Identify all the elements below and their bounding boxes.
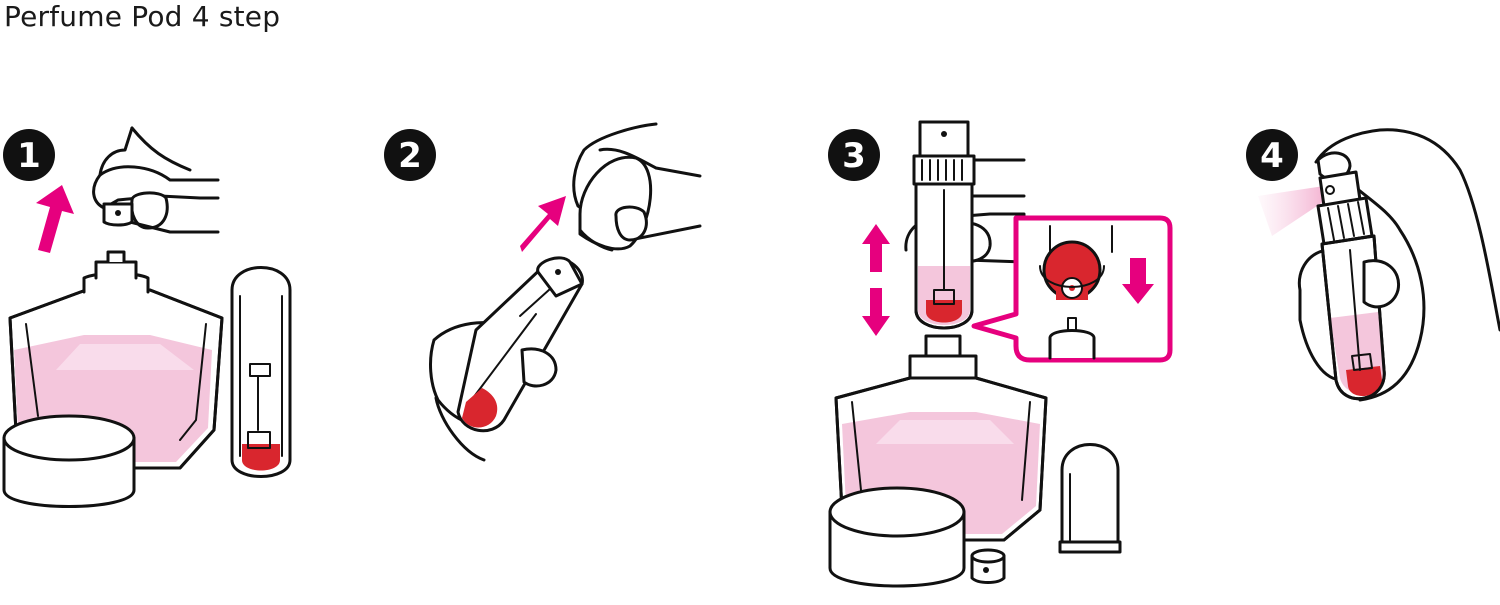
cap-icon — [970, 548, 1006, 584]
down-arrow-icon — [1122, 258, 1154, 304]
up-arrow-icon — [36, 185, 74, 253]
step-2-number: 2 — [398, 136, 422, 176]
cap-icon — [102, 202, 134, 227]
bottle-cap-icon — [2, 414, 136, 508]
step-1-badge: 1 — [3, 129, 55, 181]
step-3-badge: 3 — [828, 129, 880, 181]
step-4-badge: 4 — [1246, 129, 1298, 181]
step-3-number: 3 — [842, 136, 866, 176]
step-3: 3 — [828, 120, 1173, 588]
diagonal-arrow-icon — [520, 196, 566, 252]
detail-inset — [971, 215, 1173, 363]
double-arrow-icon — [862, 224, 890, 336]
step-2: 2 — [384, 122, 702, 462]
thumb-icon — [1362, 259, 1401, 309]
hand-icon — [429, 256, 584, 462]
pod-cover-icon — [1058, 443, 1122, 554]
spray-mist-icon — [1258, 186, 1326, 236]
step-2-badge: 2 — [384, 129, 436, 181]
bottle-cap-icon — [828, 486, 966, 588]
step-1: 1 — [2, 126, 292, 508]
step-4: 4 — [1246, 128, 1500, 402]
step-4-number: 4 — [1260, 136, 1284, 176]
step-1-number: 1 — [17, 136, 41, 176]
page-title: Perfume Pod 4 step — [4, 0, 281, 33]
perfume-pod-icon — [230, 266, 292, 478]
hand-icon — [92, 126, 220, 234]
perfume-pod-icon — [912, 120, 976, 330]
hand-icon — [572, 122, 702, 252]
